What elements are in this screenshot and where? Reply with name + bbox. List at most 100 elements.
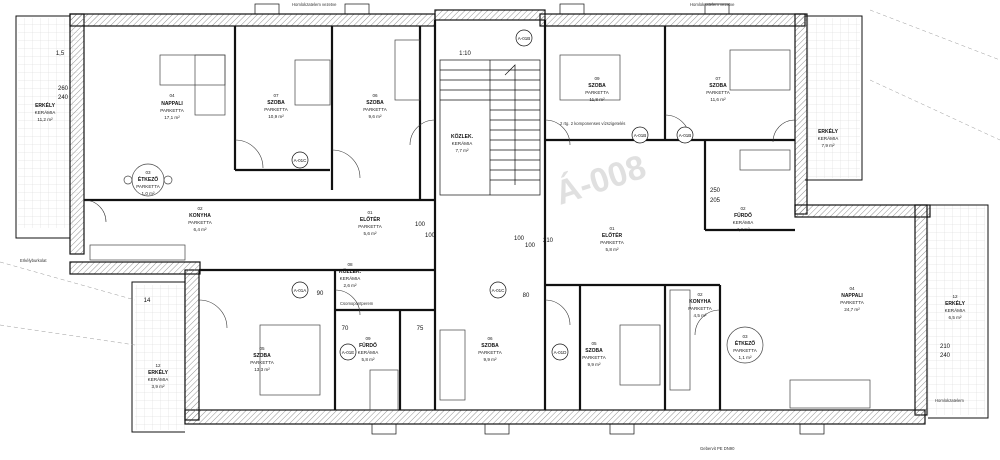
bath-note-2: Csomopontperem: [340, 301, 374, 306]
svg-text:11,8 m²: 11,8 m²: [589, 97, 605, 102]
svg-text:PARKETTA: PARKETTA: [582, 355, 607, 360]
svg-text:PARKETTA: PARKETTA: [688, 306, 713, 311]
sofa-left: [159, 54, 226, 86]
room-label-etkezo-left: 03 ÉTKEZŐ PARKETTA 1,0 m²: [136, 170, 161, 196]
svg-text:02: 02: [740, 206, 746, 211]
bed-09-right: [559, 54, 621, 101]
svg-text:PARKETTA: PARKETTA: [250, 360, 275, 365]
svg-text:75: 75: [417, 326, 424, 332]
svg-text:ÉTKEZŐ: ÉTKEZŐ: [138, 175, 158, 183]
parapet-note: Homlokzatelem: [935, 398, 964, 403]
svg-text:1,1 m²: 1,1 m²: [738, 355, 751, 360]
svg-text:A-01E: A-01E: [342, 350, 355, 355]
svg-text:ELŐTÉR: ELŐTÉR: [360, 215, 381, 223]
svg-text:4,4 m²: 4,4 m²: [736, 227, 749, 232]
svg-text:SZOBA: SZOBA: [709, 83, 727, 89]
bed-07-right: [729, 49, 791, 91]
svg-text:ELŐTÉR: ELŐTÉR: [602, 231, 623, 239]
svg-text:7,7 m²: 7,7 m²: [455, 148, 468, 153]
balcony-bottom-right-floor: [925, 205, 985, 415]
svg-text:240: 240: [58, 95, 69, 101]
sofa-right: [789, 379, 871, 409]
svg-text:2,6 m²: 2,6 m²: [343, 283, 356, 288]
bed-06-bottom: [439, 329, 466, 401]
svg-text:PARKETTA: PARKETTA: [706, 90, 731, 95]
svg-text:05: 05: [259, 346, 265, 351]
svg-text:PARKETTA: PARKETTA: [358, 224, 383, 229]
svg-text:ERKÉLY: ERKÉLY: [148, 368, 168, 376]
balcony-note: Erkélyburkolat: [20, 258, 47, 263]
svg-text:24,7 m²: 24,7 m²: [844, 307, 860, 312]
svg-text:PARKETTA: PARKETTA: [363, 107, 388, 112]
staircase: [439, 59, 541, 196]
svg-text:4,5 m²: 4,5 m²: [693, 313, 706, 318]
kitchen-counter-right: [669, 289, 691, 391]
room-label-erkely-bottom-right: 12 ERKÉLY KERÁMIA 6,5 m²: [945, 294, 967, 320]
room-label-konyha-left: 02 KONYHA PARKETTA 6,4 m²: [188, 206, 213, 232]
room-label-erkely-top-left: ERKÉLY KERÁMIA 11,2 m²: [35, 101, 57, 122]
svg-text:KÖZLEK.: KÖZLEK.: [339, 268, 362, 275]
svg-text:04: 04: [169, 93, 175, 98]
balcony-bottom-left-floor: [135, 285, 190, 430]
axis-markers: [291, 29, 694, 361]
svg-text:1,0 m²: 1,0 m²: [141, 191, 154, 196]
svg-text:11,2 m²: 11,2 m²: [37, 117, 53, 122]
gutter-note-bottom: Gebervit PE DN90: [700, 446, 735, 451]
watermark-text: Á-008: [551, 148, 651, 213]
svg-text:KERÁMIA: KERÁMIA: [358, 349, 380, 355]
gutter-note-top-right: Homlokzatelem vezetve: [690, 2, 735, 7]
svg-text:09: 09: [594, 76, 600, 81]
furniture: [89, 39, 871, 411]
svg-text:PARKETTA: PARKETTA: [585, 90, 610, 95]
balcony-top-left-floor: [18, 18, 78, 228]
svg-text:PARKETTA: PARKETTA: [733, 348, 758, 353]
svg-text:17,1 m²: 17,1 m²: [164, 115, 180, 120]
room-label-furdo-right: 02 FÜRDŐ KERÁMIA 4,4 m²: [733, 206, 755, 232]
svg-text:SZOBA: SZOBA: [267, 100, 285, 106]
bath-note: 2 rtg. 2 komponenses vízszigetelés: [560, 121, 625, 126]
room-label-nappali-right: 04 NAPPALI PARKETTA 24,7 m²: [840, 286, 865, 312]
stair-dim-b: 100: [525, 243, 536, 249]
room-label-konyha-right: 02 KONYHA PARKETTA 4,5 m²: [688, 292, 713, 318]
svg-text:PARKETTA: PARKETTA: [264, 107, 289, 112]
bathtub-bottom-left: [369, 369, 399, 411]
svg-text:07: 07: [715, 76, 721, 81]
svg-text:5,6 m²: 5,6 m²: [363, 231, 376, 236]
svg-text:KONYHA: KONYHA: [189, 213, 211, 219]
bed-06-left: [394, 39, 421, 101]
room-label-erkely-top-right: ERKÉLY KERÁMIA 7,9 m²: [818, 127, 840, 148]
room-label-furdo-bottom-left: 09 FÜRDŐ KERÁMIA 5,8 m²: [358, 336, 380, 362]
svg-text:KERÁMIA: KERÁMIA: [452, 140, 474, 146]
dimension-labels: 260 240 100 210 90 70 75 80 250 1,5 14 1…: [56, 51, 951, 359]
balcony-outlines: [15, 15, 989, 433]
kitchen-counter-left: [89, 244, 186, 261]
svg-text:70: 70: [342, 326, 349, 332]
svg-text:SZOBA: SZOBA: [588, 83, 606, 89]
svg-text:13,3 m²: 13,3 m²: [254, 367, 270, 372]
svg-text:100: 100: [514, 236, 525, 242]
svg-text:240: 240: [940, 353, 951, 359]
svg-text:12: 12: [155, 363, 161, 368]
gutter-note-top-left: Homlokzatelem vezetve: [292, 2, 337, 7]
svg-text:10,9 m²: 10,9 m²: [268, 114, 284, 119]
svg-text:SZOBA: SZOBA: [253, 353, 271, 359]
svg-text:PARKETTA: PARKETTA: [478, 350, 503, 355]
svg-text:NAPPALI: NAPPALI: [841, 293, 863, 299]
svg-text:KERÁMIA: KERÁMIA: [945, 307, 967, 313]
svg-text:03: 03: [145, 170, 151, 175]
svg-text:ERKÉLY: ERKÉLY: [818, 127, 838, 135]
svg-text:ERKÉLY: ERKÉLY: [945, 299, 965, 307]
svg-text:01: 01: [609, 226, 615, 231]
svg-text:01: 01: [367, 210, 373, 215]
room-label-kozlek: KÖZLEK. KERÁMIA 7,7 m²: [451, 133, 474, 153]
svg-text:PARKETTA: PARKETTA: [160, 108, 185, 113]
svg-text:KÖZLEK.: KÖZLEK.: [451, 133, 474, 140]
room-label-erkely-bottom-left: 12 ERKÉLY KERÁMIA 3,9 m²: [148, 363, 170, 389]
room-label-szoba-05-bottom: 05 SZOBA PARKETTA 9,9 m²: [582, 341, 607, 367]
svg-text:02: 02: [697, 292, 703, 297]
bed-05-bottom: [619, 324, 661, 386]
svg-text:02: 02: [197, 206, 203, 211]
svg-text:PARKETTA: PARKETTA: [136, 184, 161, 189]
svg-text:PARKETTA: PARKETTA: [600, 240, 625, 245]
